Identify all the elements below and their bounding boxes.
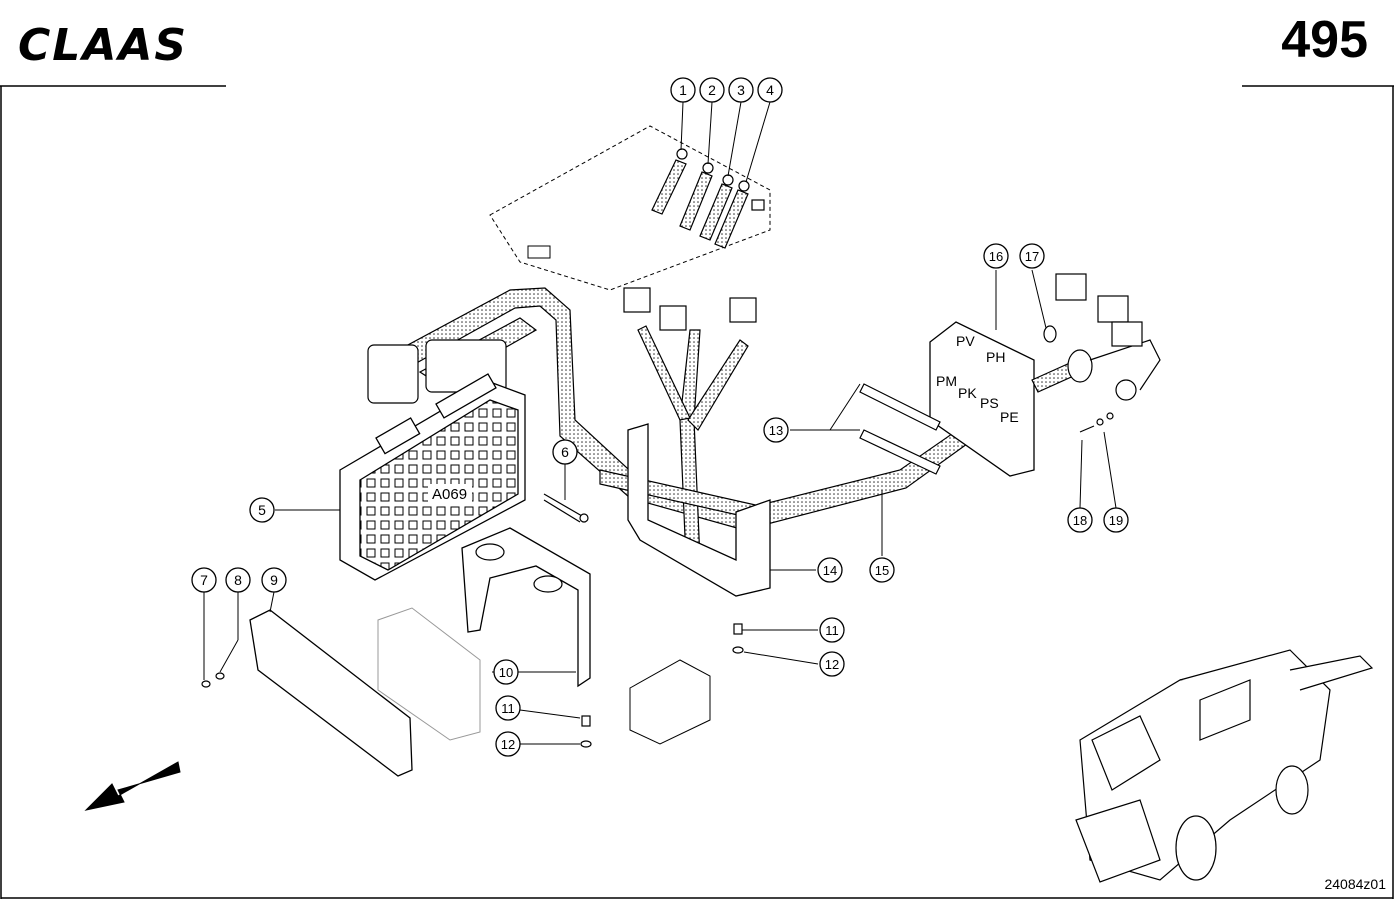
callout-circle: [495, 731, 521, 757]
callout-label: 6: [561, 444, 569, 460]
page-number: 495: [1281, 11, 1368, 69]
callout-2: 2: [699, 77, 725, 103]
cab-panel-outline: [489, 125, 771, 291]
screw-18: [1079, 412, 1114, 433]
holder-14: [627, 423, 771, 597]
callout-circle: [1067, 507, 1093, 533]
callout-17: 17: [1019, 243, 1045, 269]
drawing-id: 24084z01: [1324, 876, 1386, 892]
cable-set-1-4: [651, 148, 765, 249]
callout-circle: [728, 77, 754, 103]
callout-label: 13: [769, 423, 783, 438]
callout-label: 16: [989, 249, 1003, 264]
callout-14: 14: [817, 557, 843, 583]
small-hardware: [201, 623, 744, 748]
callout-circle: [191, 567, 217, 593]
svg-text:CLAAS: CLAAS: [18, 20, 188, 68]
callout-label: 15: [875, 563, 889, 578]
callout-circle: [1103, 507, 1129, 533]
callout-10: 10: [493, 659, 519, 685]
callout-11: 11: [495, 695, 521, 721]
module-label-bg: [428, 484, 472, 502]
panel-clip: [527, 245, 551, 259]
callout-label: 10: [499, 665, 513, 680]
callout-label: 3: [737, 82, 745, 98]
bracket-hole-1: [475, 543, 505, 561]
callout-circle: [757, 77, 783, 103]
callout-16: 16: [983, 243, 1009, 269]
callout-label: 8: [234, 572, 242, 588]
callout-label: 12: [501, 737, 515, 752]
callout-circle: [983, 243, 1009, 269]
callout-label: 9: [270, 572, 278, 588]
module-label: A069: [432, 486, 467, 503]
leader-lines: [203, 101, 1117, 745]
strip-13: [859, 383, 941, 475]
direction-arrow-icon: [84, 761, 181, 811]
callout-8: 8: [225, 567, 251, 593]
bolt-6: [543, 493, 589, 523]
callout-13: 13: [763, 417, 789, 443]
callout-label: 11: [501, 701, 515, 716]
panel-label-pm: PM: [936, 373, 957, 389]
callout-12: 12: [495, 731, 521, 757]
callout-circle: [819, 651, 845, 677]
callout-label: 14: [823, 563, 837, 578]
callout-circle: [1019, 243, 1045, 269]
callout-circle: [817, 557, 843, 583]
callout-circle: [869, 557, 895, 583]
callout-12: 12: [819, 651, 845, 677]
callout-label: 18: [1073, 513, 1087, 528]
callout-18: 18: [1067, 507, 1093, 533]
plate-16: PV PH PM PK PS PE: [929, 321, 1035, 477]
callout-circle: [670, 77, 696, 103]
callout-circle: [763, 417, 789, 443]
callout-label: 5: [258, 502, 266, 518]
callout-19: 19: [1103, 507, 1129, 533]
panel-label-pk: PK: [958, 385, 977, 401]
callout-label: 19: [1109, 513, 1123, 528]
callout-circle: [225, 567, 251, 593]
page-frame: [0, 85, 1394, 899]
panel-label-pv: PV: [956, 333, 975, 349]
callout-label: 4: [766, 82, 774, 98]
callout-5: 5: [249, 497, 275, 523]
callout-label: 17: [1025, 249, 1039, 264]
combine-harvester-thumbnail: [1075, 649, 1374, 883]
callout-3: 3: [728, 77, 754, 103]
panel-label-ps: PS: [980, 395, 999, 411]
claas-logo: CLAAS: [18, 20, 188, 68]
panel-label-ph: PH: [986, 349, 1005, 365]
callout-circle: [249, 497, 275, 523]
callout-1: 1: [670, 77, 696, 103]
bracket-hole-2: [533, 575, 563, 593]
callout-circle: [819, 617, 845, 643]
module-ghost: [377, 607, 711, 745]
grommet-harness: [1031, 273, 1161, 401]
callout-label: 12: [825, 657, 839, 672]
callout-4: 4: [757, 77, 783, 103]
callout-label: 7: [200, 572, 208, 588]
callout-circle: [699, 77, 725, 103]
callout-9: 9: [261, 567, 287, 593]
callout-circle: [493, 659, 519, 685]
callout-label: 1: [679, 82, 687, 98]
callout-label: 2: [708, 82, 716, 98]
callout-circle: [495, 695, 521, 721]
panel-label-pe: PE: [1000, 409, 1019, 425]
callout-circle: [552, 439, 578, 465]
callout-circle: [261, 567, 287, 593]
callout-label: 11: [825, 623, 839, 638]
bracket-10: [461, 527, 591, 688]
callout-15: 15: [869, 557, 895, 583]
callout-7: 7: [191, 567, 217, 593]
callout-6: 6: [552, 439, 578, 465]
callout-11: 11: [819, 617, 845, 643]
